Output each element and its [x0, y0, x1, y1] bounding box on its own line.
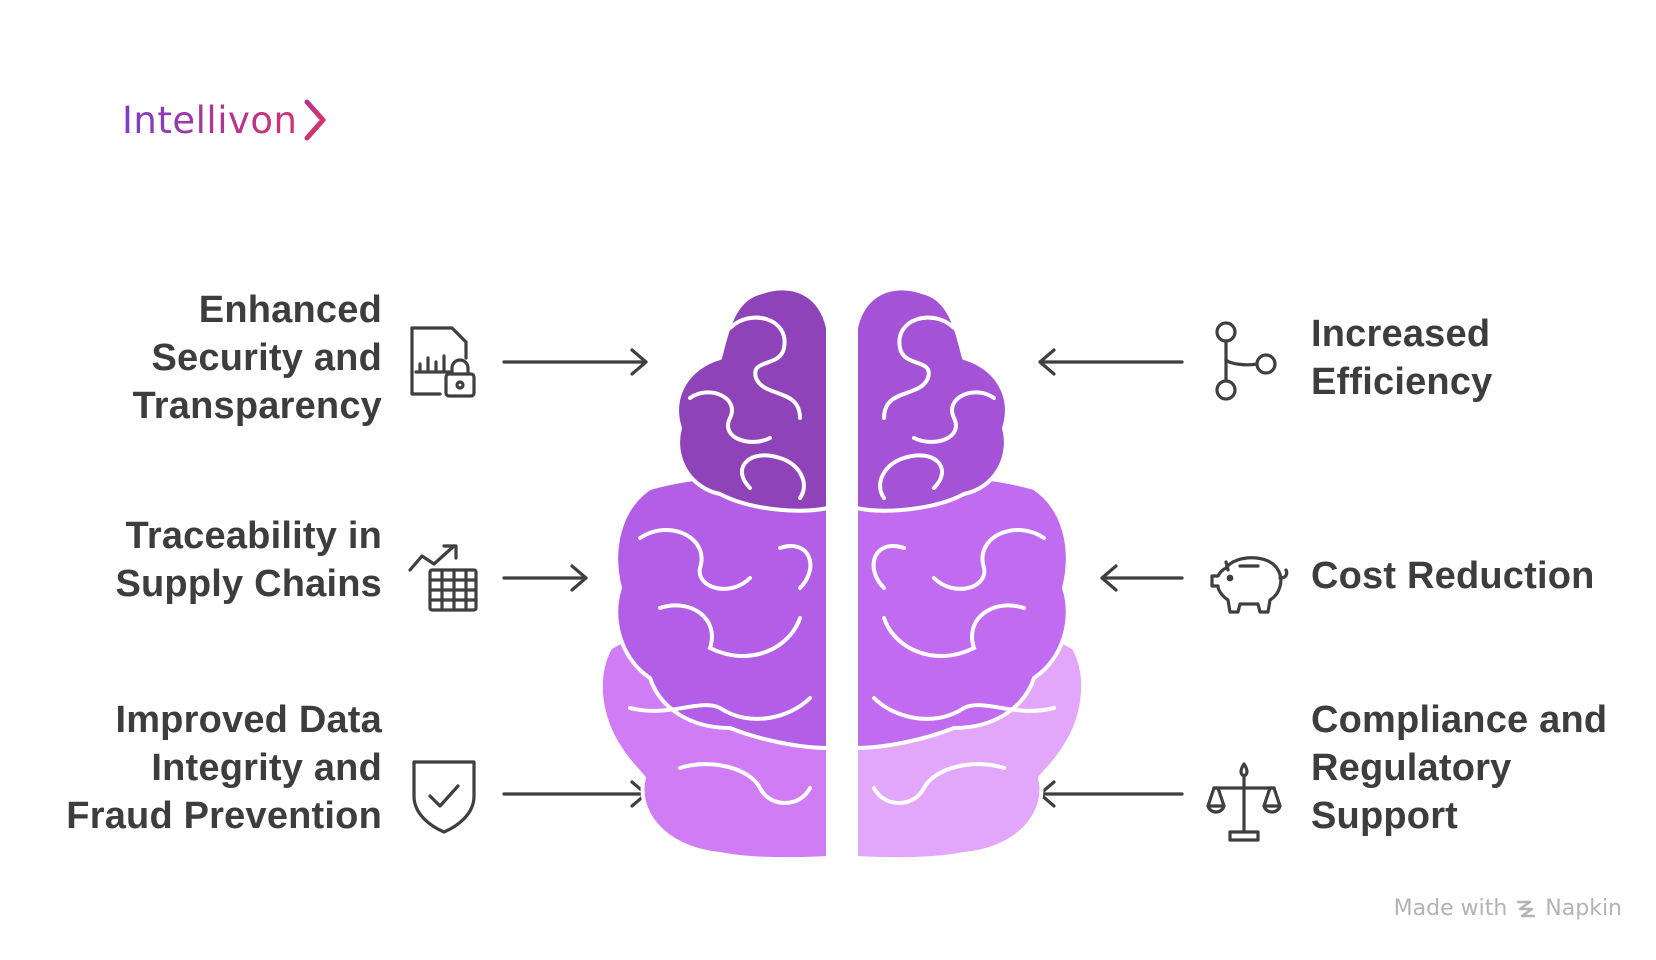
- label-compliance: Compliance and Regulatory Support: [1311, 696, 1607, 840]
- arrow-left-2: [1096, 560, 1186, 596]
- label-line: Regulatory: [1311, 744, 1607, 792]
- footer-attribution: Made with Napkin: [1394, 896, 1622, 921]
- label-line: Improved Data: [66, 696, 382, 744]
- piggy-bank-icon: [1208, 548, 1290, 620]
- napkin-brand-text: Napkin: [1545, 896, 1622, 921]
- label-line: Increased: [1311, 310, 1493, 358]
- label-line: Enhanced: [132, 286, 382, 334]
- made-with-text: Made with: [1394, 896, 1508, 921]
- secure-document-icon: [406, 322, 486, 402]
- label-line: Security and: [132, 334, 382, 382]
- label-line: Fraud Prevention: [66, 792, 382, 840]
- logo-text: Intellivon: [122, 99, 297, 142]
- growth-chart-grid-icon: [406, 538, 486, 618]
- label-increased-efficiency: Increased Efficiency: [1311, 310, 1493, 406]
- label-traceability: Traceability in Supply Chains: [115, 512, 382, 608]
- label-line: Traceability in: [115, 512, 382, 560]
- brain-illustration: [600, 288, 1084, 858]
- shield-check-icon: [406, 756, 486, 836]
- label-line: Integrity and: [66, 744, 382, 792]
- label-line: Supply Chains: [115, 560, 382, 608]
- label-cost-reduction: Cost Reduction: [1311, 552, 1595, 600]
- label-line: Support: [1311, 792, 1607, 840]
- napkin-logo-icon: [1515, 898, 1537, 920]
- label-line: Cost Reduction: [1311, 552, 1595, 600]
- brain-left-top-lobe: [677, 288, 828, 510]
- label-enhanced-security: Enhanced Security and Transparency: [132, 286, 382, 430]
- label-line: Transparency: [132, 382, 382, 430]
- logo: Intellivon: [122, 98, 329, 142]
- label-line: Compliance and: [1311, 696, 1607, 744]
- balance-scale-icon: [1206, 762, 1286, 844]
- label-line: Efficiency: [1311, 358, 1493, 406]
- arrow-right-2: [500, 560, 592, 596]
- label-data-integrity: Improved Data Integrity and Fraud Preven…: [66, 696, 382, 840]
- git-branch-icon: [1210, 320, 1290, 406]
- chevron-right-icon: [303, 98, 329, 142]
- brain-right-top-lobe: [856, 288, 1007, 510]
